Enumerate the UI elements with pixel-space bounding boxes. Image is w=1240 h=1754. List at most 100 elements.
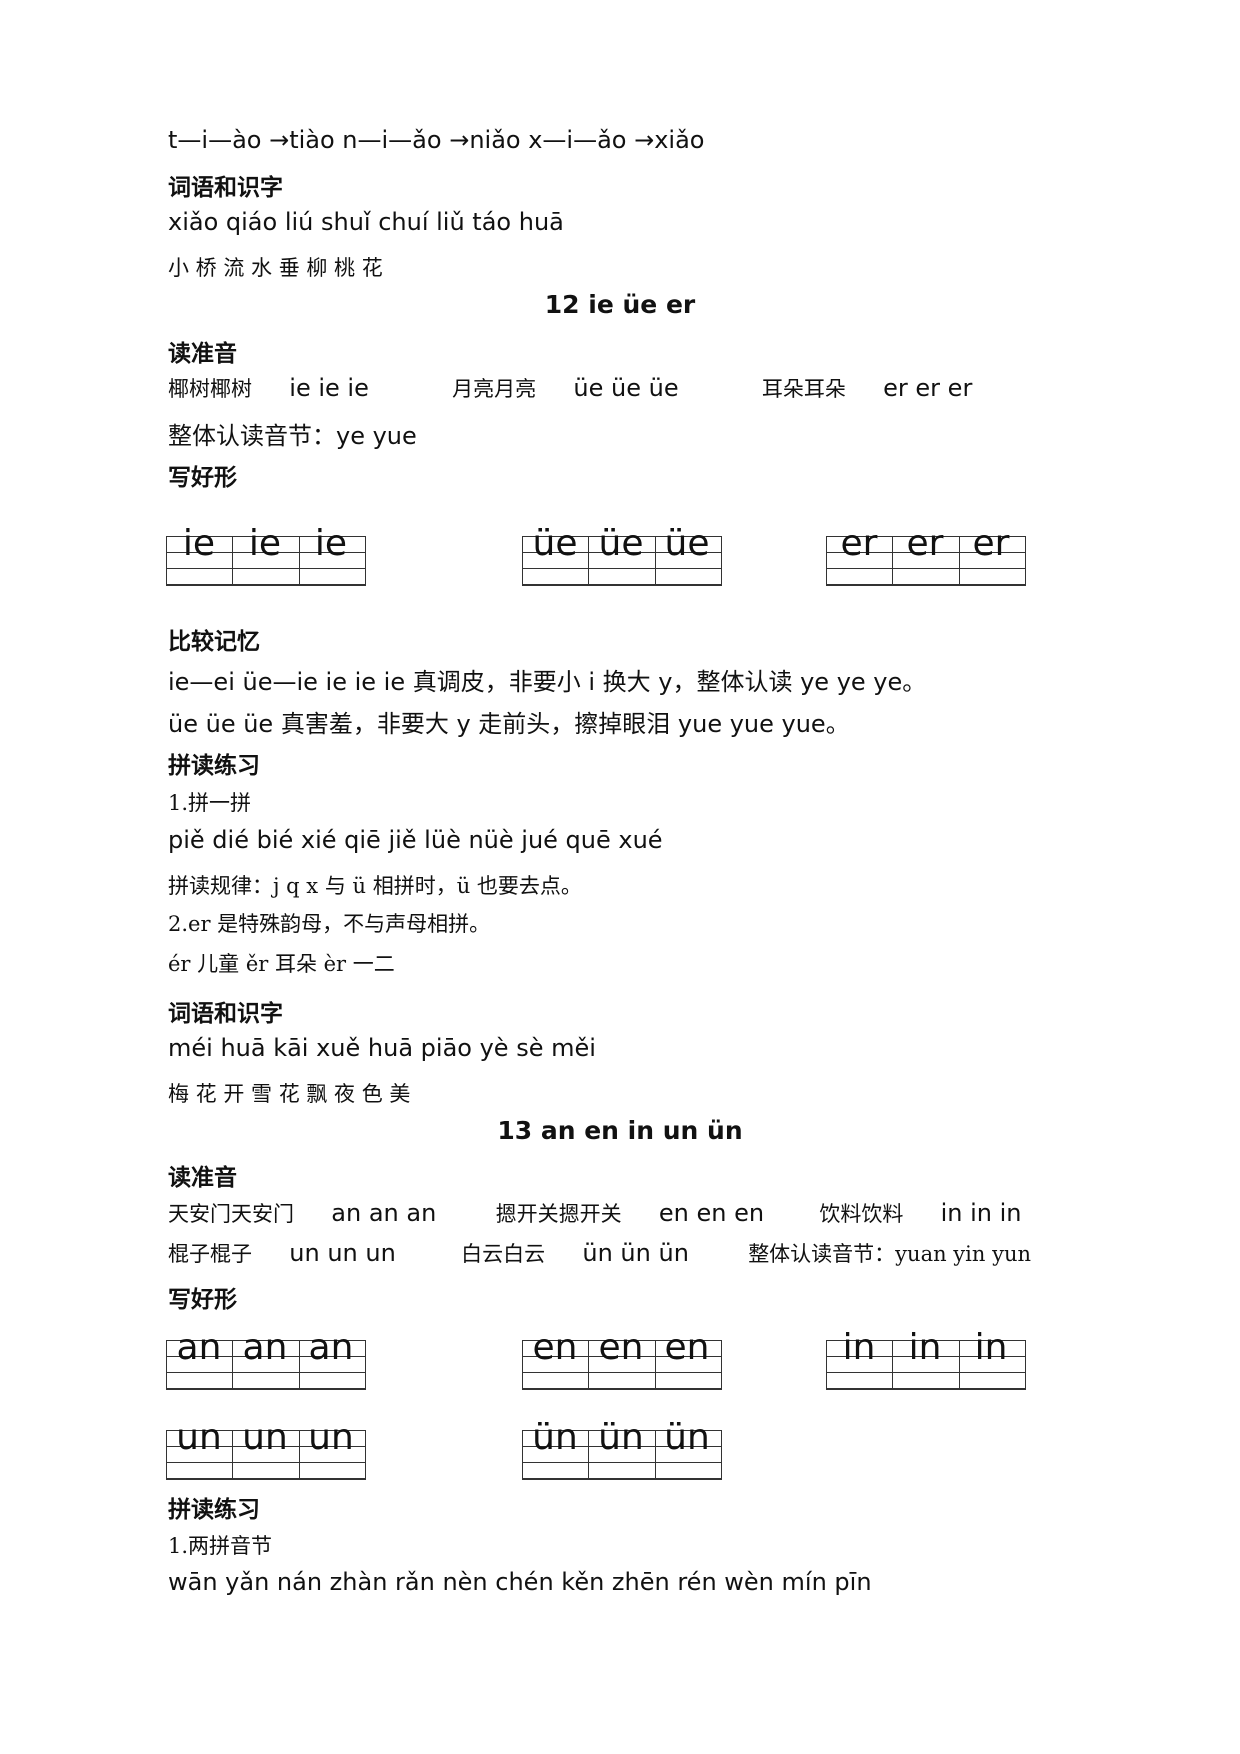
grid-horizontal-line bbox=[522, 1388, 722, 1390]
grid-horizontal-line bbox=[522, 536, 722, 537]
grid-vertical-line bbox=[299, 1430, 300, 1480]
reading-word: 月亮月亮 bbox=[452, 377, 537, 401]
hanzi-words-line-2: 梅 花 开 雪 花 飘 夜 色 美 bbox=[168, 1082, 411, 1106]
lesson-13-title: 13 an en in un ün bbox=[497, 1116, 743, 1145]
grid-vertical-line bbox=[588, 1340, 589, 1390]
reading-sound: un un un bbox=[289, 1239, 396, 1267]
grid-horizontal-line bbox=[522, 1462, 722, 1463]
grid-vertical-line bbox=[365, 1340, 366, 1390]
grid-lines bbox=[166, 1340, 366, 1390]
reading-sound: ie ie ie bbox=[289, 374, 369, 402]
practice-syllables-line: piě dié bié xié qiē jiě lüè nüè jué quē … bbox=[168, 826, 663, 854]
section-heading-writing-2: 写好形 bbox=[168, 1287, 237, 1313]
section-heading-compare: 比较记忆 bbox=[168, 629, 260, 655]
grid-horizontal-line bbox=[826, 568, 1026, 569]
grid-letter: er bbox=[906, 523, 944, 564]
grid-lines bbox=[826, 1340, 1026, 1390]
grid-horizontal-line bbox=[826, 1356, 1026, 1357]
grid-letter: en bbox=[664, 1327, 710, 1368]
grid-vertical-line bbox=[1025, 536, 1026, 586]
grid-letter: ün bbox=[532, 1417, 578, 1458]
reading-sound: an an an bbox=[331, 1199, 437, 1227]
grid-horizontal-line bbox=[522, 1372, 722, 1373]
grid-horizontal-line bbox=[166, 1388, 366, 1390]
grid-horizontal-line bbox=[166, 536, 366, 537]
grid-horizontal-line bbox=[522, 1478, 722, 1480]
grid-letter: an bbox=[308, 1327, 354, 1368]
grid-letter: ie bbox=[182, 523, 216, 564]
section-heading-practice: 拼读练习 bbox=[168, 753, 260, 779]
grid-vertical-line bbox=[655, 1430, 656, 1480]
grid-vertical-line bbox=[655, 1340, 656, 1390]
grid-vertical-line bbox=[522, 536, 523, 586]
section-heading-practice-2: 拼读练习 bbox=[168, 1497, 260, 1523]
grid-vertical-line bbox=[166, 1340, 167, 1390]
whole-syllable-line-2: 整体认读音节：yuan yin yun bbox=[748, 1242, 1031, 1266]
reading-sound: er er er bbox=[883, 374, 973, 402]
rule-line: 拼读规律：j q x 与 ü 相拼时，ü 也要去点。 bbox=[168, 874, 582, 898]
grid-vertical-line bbox=[299, 1340, 300, 1390]
grid-vertical-line bbox=[232, 536, 233, 586]
grid-lines bbox=[522, 1430, 722, 1480]
section-heading-reading: 读准音 bbox=[168, 341, 237, 367]
grid-letter: un bbox=[242, 1417, 288, 1458]
grid-vertical-line bbox=[959, 1340, 960, 1390]
section-heading-reading-2: 读准音 bbox=[168, 1165, 237, 1191]
grid-horizontal-line bbox=[522, 552, 722, 553]
grid-horizontal-line bbox=[826, 1372, 1026, 1373]
grid-horizontal-line bbox=[826, 1340, 1026, 1341]
exercise-1-label: 1.拼一拼 bbox=[168, 791, 252, 815]
compare-line-1: ie—ei üe—ie ie ie ie 真调皮，非要小 i 换大 y，整体认读… bbox=[168, 668, 927, 696]
pinyin-words-line: xiǎo qiáo liú shuǐ chuí liǔ táo huā bbox=[168, 208, 564, 236]
reading-word: 天安门天安门 bbox=[168, 1202, 294, 1226]
grid-horizontal-line bbox=[166, 1446, 366, 1447]
grid-letter: un bbox=[308, 1417, 354, 1458]
grid-horizontal-line bbox=[166, 552, 366, 553]
grid-letter: in bbox=[974, 1327, 1008, 1368]
grid-vertical-line bbox=[892, 536, 893, 586]
reading-sound: üe üe üe bbox=[573, 374, 679, 402]
reading-line-13b: 棍子棍子 un un un 白云白云 ün ün ün 整体认读音节：yuan … bbox=[168, 1238, 1031, 1268]
grid-letter: ün bbox=[598, 1417, 644, 1458]
grid-letter: en bbox=[532, 1327, 578, 1368]
er-words-line: ér 儿童 ěr 耳朵 èr 一二 bbox=[168, 952, 395, 976]
grid-horizontal-line bbox=[166, 1478, 366, 1480]
lesson-12-title: 12 ie üe er bbox=[544, 290, 696, 319]
exercise-2-label: 2.er 是特殊韵母，不与声母相拼。 bbox=[168, 912, 491, 936]
grid-horizontal-line bbox=[166, 1372, 366, 1373]
grid-vertical-line bbox=[959, 536, 960, 586]
grid-lines bbox=[522, 536, 722, 586]
grid-letter: en bbox=[598, 1327, 644, 1368]
compare-line-2: üe üe üe 真害羞，非要大 y 走前头，擦掉眼泪 yue yue yue。 bbox=[168, 710, 850, 738]
two-part-syllables-line: wān yǎn nán zhàn rǎn nèn chén kěn zhēn r… bbox=[168, 1568, 872, 1596]
grid-letter: ie bbox=[248, 523, 282, 564]
grid-horizontal-line bbox=[522, 1340, 722, 1341]
grid-vertical-line bbox=[522, 1430, 523, 1480]
reading-word: 椰树椰树 bbox=[168, 377, 252, 401]
grid-horizontal-line bbox=[166, 1462, 366, 1463]
grid-horizontal-line bbox=[826, 536, 1026, 537]
grid-lines bbox=[826, 536, 1026, 586]
grid-horizontal-line bbox=[522, 584, 722, 586]
pinyin-example-line: t—i—ào →tiào n—i—ǎo →niǎo x—i—ǎo →xiǎo bbox=[168, 126, 705, 154]
reading-line-12: 椰树椰树 ie ie ie 月亮月亮 üe üe üe 耳朵耳朵 er er e… bbox=[168, 373, 972, 403]
grid-horizontal-line bbox=[166, 584, 366, 586]
grid-horizontal-line bbox=[522, 1430, 722, 1431]
grid-horizontal-line bbox=[522, 1446, 722, 1447]
grid-vertical-line bbox=[826, 1340, 827, 1390]
grid-vertical-line bbox=[365, 1430, 366, 1480]
reading-word: 棍子棍子 bbox=[168, 1242, 252, 1266]
grid-vertical-line bbox=[655, 536, 656, 586]
grid-letter: ie bbox=[314, 523, 348, 564]
grid-horizontal-line bbox=[826, 552, 1026, 553]
